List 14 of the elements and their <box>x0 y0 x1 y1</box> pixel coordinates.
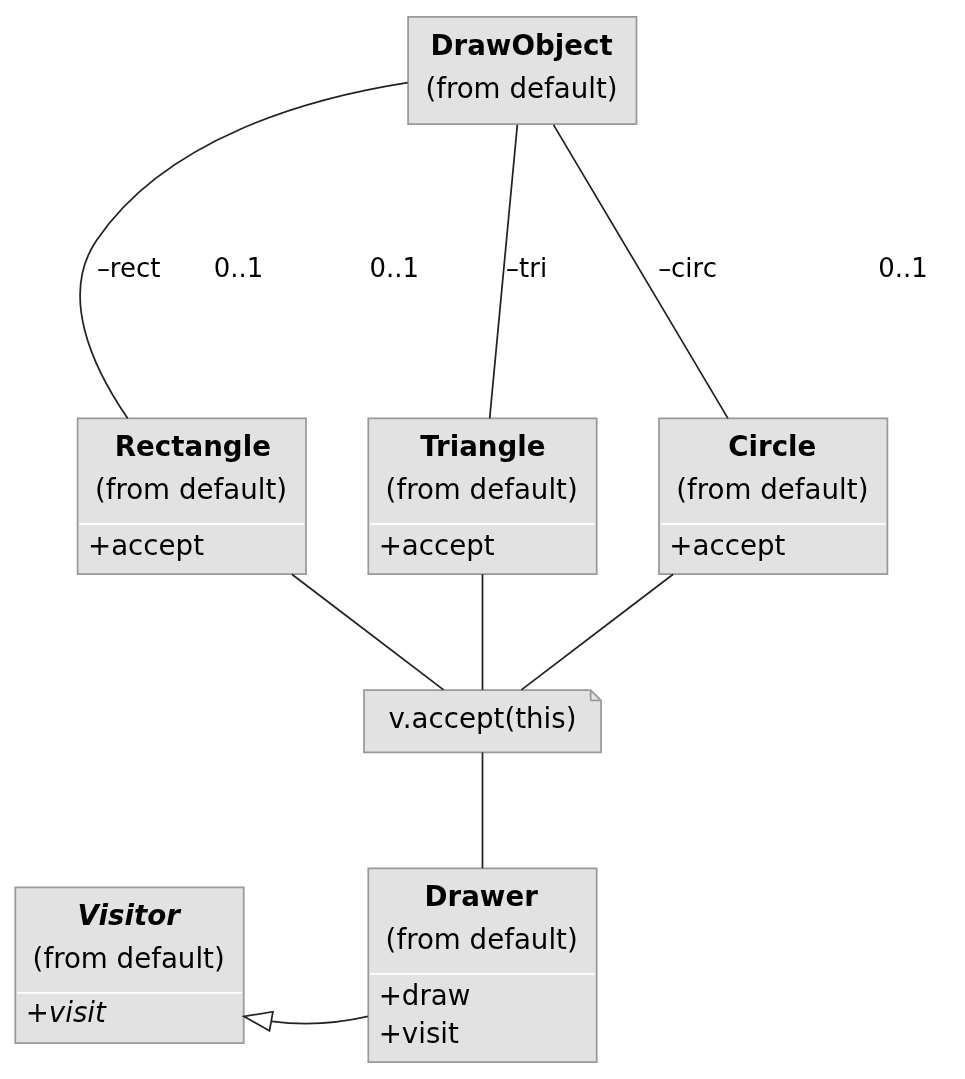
connector <box>552 124 729 420</box>
connector <box>79 81 409 420</box>
arrow <box>241 1010 369 1033</box>
connector <box>481 573 484 691</box>
connector <box>488 124 519 420</box>
edge-label: –rect <box>96 253 161 284</box>
connector <box>520 573 674 691</box>
edge-label: –circ <box>658 253 717 284</box>
label: 0..1 <box>878 253 928 284</box>
label: 0..1 <box>369 253 419 284</box>
connector <box>481 751 484 870</box>
edge-label: –tri <box>506 253 548 284</box>
label: 0..1 <box>213 253 264 284</box>
connector <box>291 573 445 691</box>
